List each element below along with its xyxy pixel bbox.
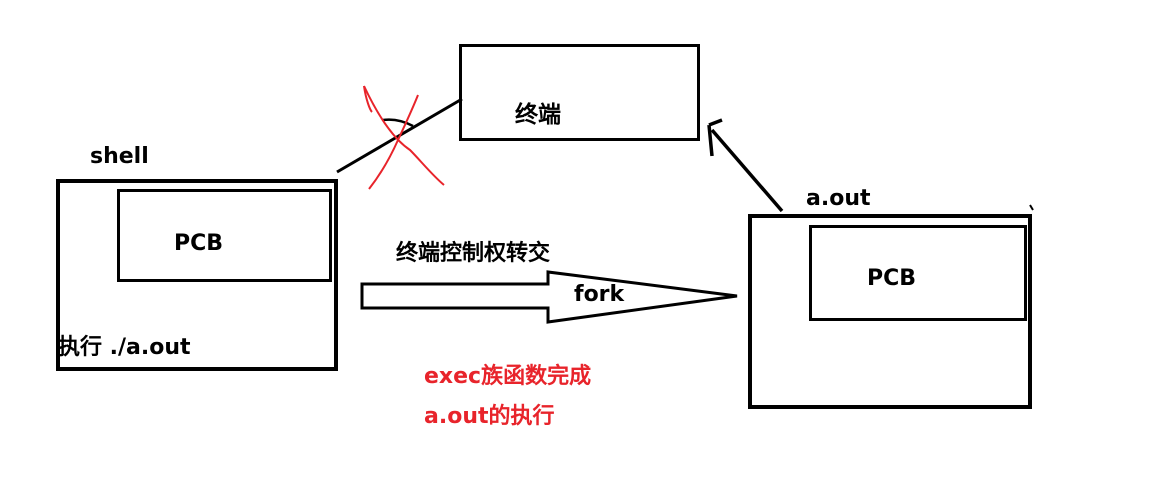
aout-process-box <box>748 214 1032 409</box>
stray-mark <box>1029 204 1034 211</box>
terminal-label: 终端 <box>515 102 561 128</box>
aout-label: a.out <box>806 186 871 211</box>
red-cross-mark-3 <box>363 85 373 113</box>
exec-note-line1: exec族函数完成 <box>424 364 592 389</box>
shell-label: shell <box>90 144 149 169</box>
shell-pcb-label: PCB <box>174 231 224 256</box>
red-cross-mark <box>363 85 445 186</box>
shell-pcb-box <box>117 189 332 282</box>
fork-arrow <box>360 270 738 324</box>
red-cross-mark-2 <box>368 94 419 190</box>
return-arrow-head <box>707 118 723 157</box>
shell-process-box <box>56 179 338 371</box>
transfer-caption: 终端控制权转交 <box>396 241 551 266</box>
return-arrow <box>710 128 784 213</box>
shell-exec-text: 执行 ./a.out <box>58 335 191 360</box>
exec-note-line2: a.out的执行 <box>424 404 555 429</box>
aout-pcb-label: PCB <box>867 266 917 291</box>
fork-label: fork <box>574 282 625 307</box>
aout-pcb-box <box>809 225 1027 321</box>
terminal-box <box>459 44 700 141</box>
link-hook-mark <box>382 118 414 128</box>
